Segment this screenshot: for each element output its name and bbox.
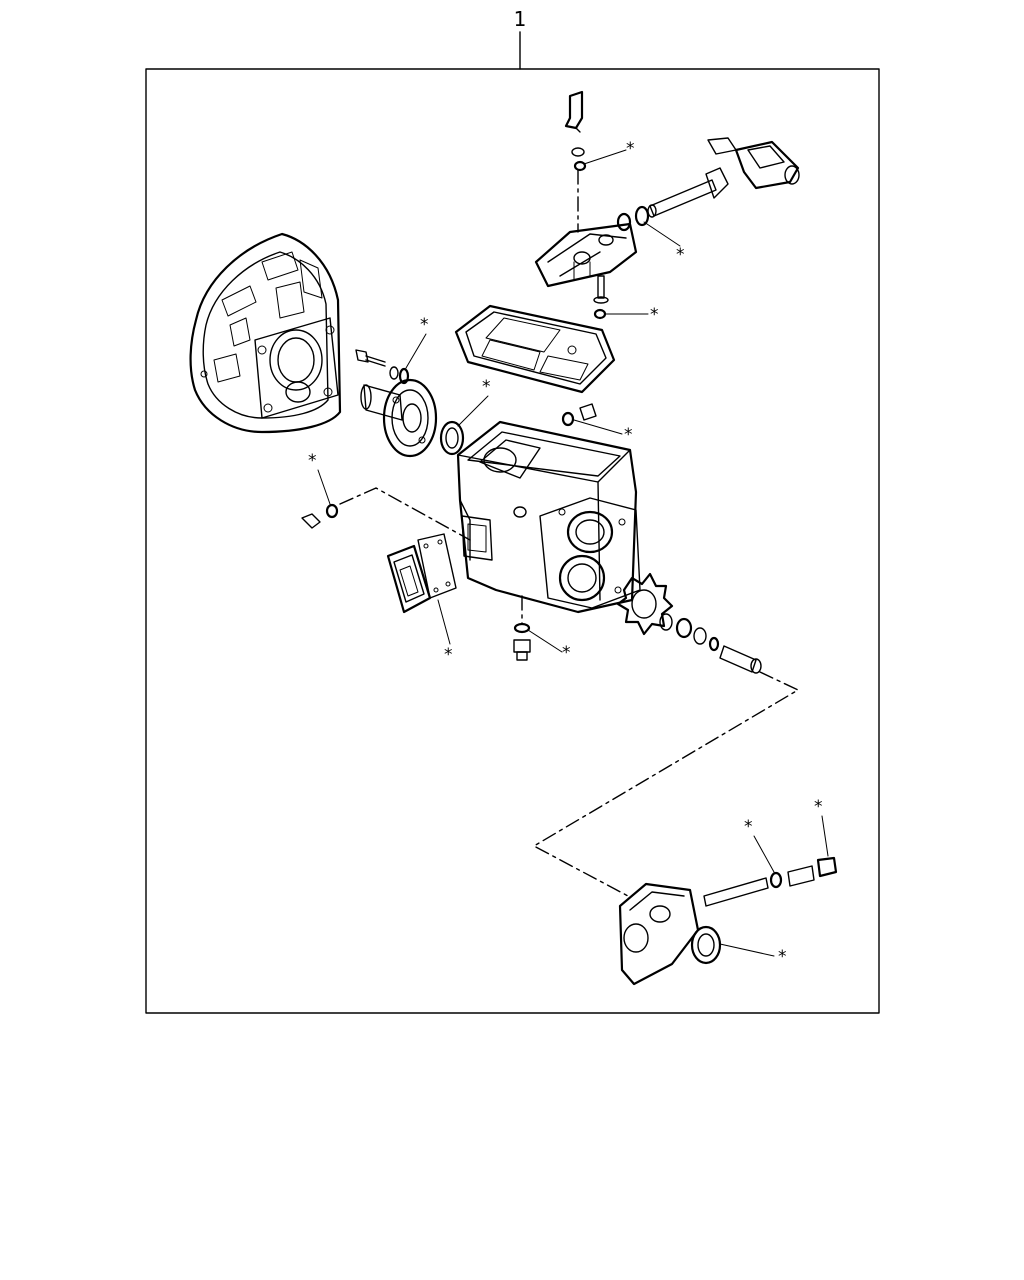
callout-asterisk: * [308,451,317,471]
cover-stud [593,275,609,320]
seal-kit-callouts: * * * * * * * * * * * * [308,139,829,967]
callout-asterisk: * [562,643,571,663]
shift-housing [534,205,650,288]
connector-pto [533,671,799,897]
pto-seal [690,925,722,965]
retainer-bolt [355,349,410,385]
shift-rail [647,167,729,218]
side-plug [301,487,471,541]
callout-label-1: 1 [514,7,527,31]
callout-asterisk: * [744,817,753,837]
pto-shaft-parts [703,856,838,907]
pto-cover [386,533,457,614]
callout-asterisk: * [676,245,685,265]
callout-asterisk: * [626,139,635,159]
callout-asterisk: * [814,797,823,817]
callout-asterisk: * [444,645,453,665]
top-cover [454,304,616,394]
drain-plug [513,595,531,661]
callout-asterisk: * [624,425,633,445]
kit-frame [145,68,880,1014]
bearing-retainer [360,378,438,458]
fill-plug [561,403,597,427]
callout-asterisk: * [482,377,491,397]
callout-asterisk: * [420,315,429,335]
clutch-housing [189,232,342,434]
idler-gear [616,572,762,674]
callout-asterisk: * [650,305,659,325]
shift-bracket [564,90,587,233]
shift-selector [707,137,800,190]
callout-asterisk: * [778,947,787,967]
transmission-case [456,420,641,614]
input-seal [439,420,465,456]
pto-end-cover [618,882,700,986]
